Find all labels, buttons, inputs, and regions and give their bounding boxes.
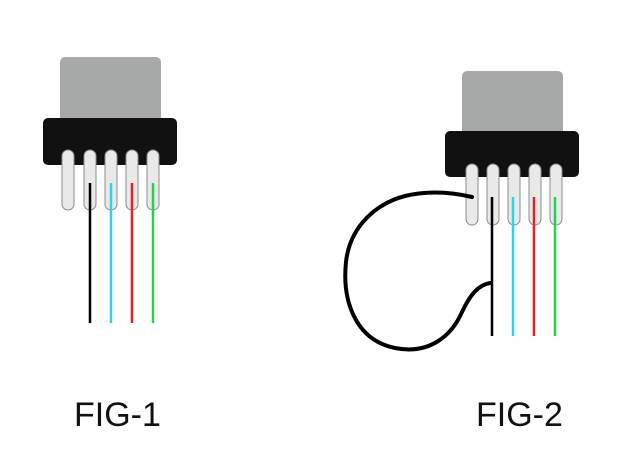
fig2-connector-body — [445, 131, 579, 177]
fig1-wires — [88, 183, 155, 323]
fig2-connector — [343, 71, 579, 352]
fig1-connector — [43, 57, 177, 323]
fig2-jumper-wire — [343, 190, 492, 352]
fig1-pins — [61, 149, 160, 211]
fig1-connector-body — [43, 118, 177, 165]
fig1-label: FIG-1 — [74, 396, 161, 434]
fig2-pins — [465, 163, 563, 226]
fig1-connector-cap — [60, 57, 161, 123]
fig1-pin-1 — [61, 149, 75, 211]
fig2-connector-cap — [462, 71, 563, 137]
fig2-wires — [490, 197, 557, 336]
fig2-label: FIG-2 — [476, 396, 563, 434]
